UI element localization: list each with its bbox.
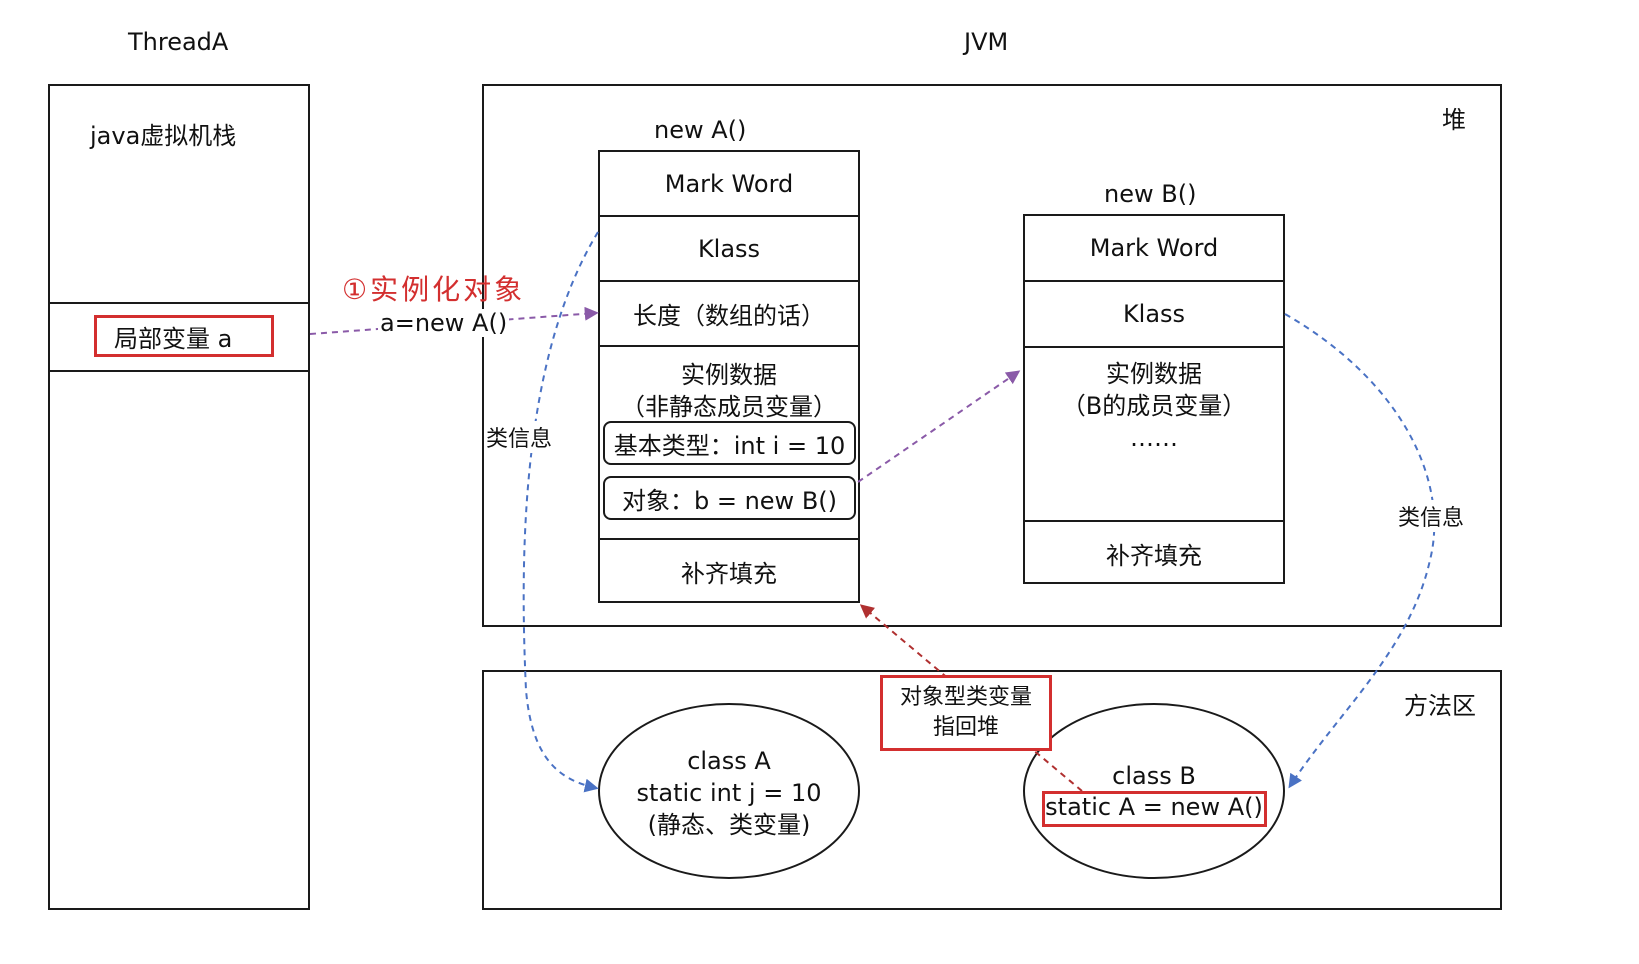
object-a-field-object: 对象：b = new B() — [603, 476, 856, 520]
class-a-node — [598, 703, 860, 879]
object-a-mark-word: Mark Word — [600, 152, 858, 217]
object-b-title: new B() — [1104, 180, 1197, 208]
object-a-layout: Mark Word Klass 长度（数组的话） 实例数据 （非静态成员变量） … — [598, 150, 860, 603]
class-b-static-field: static A = new A() — [1045, 793, 1263, 821]
class-b-name: class B — [1112, 762, 1196, 790]
object-b-instance-data: 实例数据 （B的成员变量） …… — [1025, 348, 1283, 522]
object-b-mark-word: Mark Word — [1025, 216, 1283, 282]
object-b-instance-data-subtitle: （B的成员变量） — [1061, 392, 1247, 420]
object-b-klass: Klass — [1025, 282, 1283, 348]
object-b-layout: Mark Word Klass 实例数据 （B的成员变量） …… 补齐填充 — [1023, 214, 1285, 584]
object-a-field-primitive: 基本类型：int i = 10 — [603, 421, 856, 465]
java-stack-title: java虚拟机栈 — [90, 122, 237, 150]
object-b-instance-data-title: 实例数据 — [1106, 360, 1202, 388]
object-a-instance-data-title: 实例数据 — [681, 361, 777, 389]
java-stack-panel: java虚拟机栈 — [48, 84, 310, 910]
assign-label: a=new A() — [378, 309, 510, 337]
class-var-note-line1: 对象型类变量 — [899, 685, 1032, 710]
class-a-static-field: static int j = 10 — [636, 779, 822, 807]
class-var-note-line2: 指回堆 — [932, 715, 999, 740]
stack-frame — [50, 302, 308, 372]
object-a-klass: Klass — [600, 217, 858, 282]
object-a-title: new A() — [654, 116, 747, 144]
object-a-length: 长度（数组的话） — [600, 282, 858, 347]
class-info-right-label: 类信息 — [1398, 500, 1465, 532]
instantiate-label: ①实例化对象 — [342, 273, 526, 306]
thread-title: ThreadA — [128, 28, 229, 56]
class-info-left-label: 类信息 — [486, 421, 553, 453]
arrow-object-b-reference — [857, 370, 1021, 483]
class-var-note: 对象型类变量 指回堆 — [880, 675, 1052, 751]
class-b-static-highlight — [1042, 791, 1267, 827]
object-b-instance-data-ellipsis: …… — [1130, 424, 1178, 452]
object-a-instance-data: 实例数据 （非静态成员变量） — [600, 347, 858, 540]
heap-label: 堆 — [1442, 106, 1466, 134]
class-a-name: class A — [687, 747, 771, 775]
arrow-class-info-b — [1284, 313, 1436, 789]
object-a-instance-data-subtitle: （非静态成员变量） — [621, 393, 837, 421]
method-area-label: 方法区 — [1404, 692, 1476, 720]
jvm-title: JVM — [964, 28, 1009, 56]
local-var-label: 局部变量 a — [114, 325, 233, 353]
object-a-padding: 补齐填充 — [681, 560, 777, 588]
class-a-note: (静态、类变量) — [647, 811, 811, 839]
object-b-padding: 补齐填充 — [1106, 541, 1202, 570]
arrow-class-info-a — [522, 231, 599, 793]
local-var-highlight — [94, 315, 274, 357]
